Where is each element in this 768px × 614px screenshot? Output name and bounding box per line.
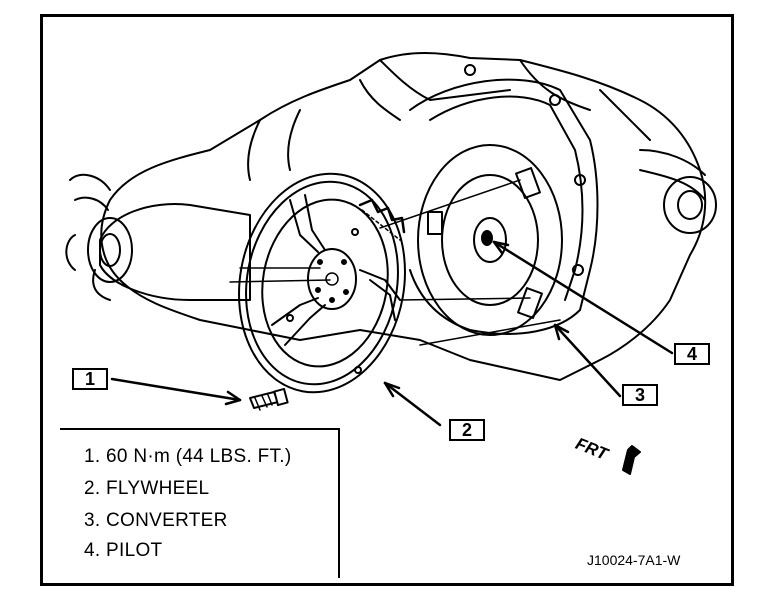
legend-item-torque: 1. 60 N·m (44 LBS. FT.) [84, 446, 292, 467]
callout-2: 2 [449, 419, 485, 441]
flywheel-bolt [249, 387, 289, 411]
transmission-housing [100, 52, 717, 381]
callout-1: 1 [72, 368, 108, 390]
leader-lines [110, 240, 674, 427]
alignment-lines [229, 179, 561, 346]
figure-frame [40, 14, 734, 586]
bell-housing [409, 64, 599, 335]
figure-id: J10024-7A1-W [587, 552, 681, 568]
callout-3: 3 [622, 384, 658, 406]
starter-motor [65, 173, 251, 301]
legend-item-converter: 3. CONVERTER [84, 510, 228, 531]
front-arrow [622, 445, 641, 475]
legend-box: 1. 60 N·m (44 LBS. FT.) 2. FLYWHEEL 3. C… [60, 428, 340, 578]
callout-4: 4 [674, 343, 710, 365]
torque-converter [417, 144, 563, 336]
legend-item-flywheel: 2. FLYWHEEL [84, 478, 210, 499]
legend-item-pilot: 4. PILOT [84, 540, 163, 561]
flywheel [238, 172, 406, 394]
